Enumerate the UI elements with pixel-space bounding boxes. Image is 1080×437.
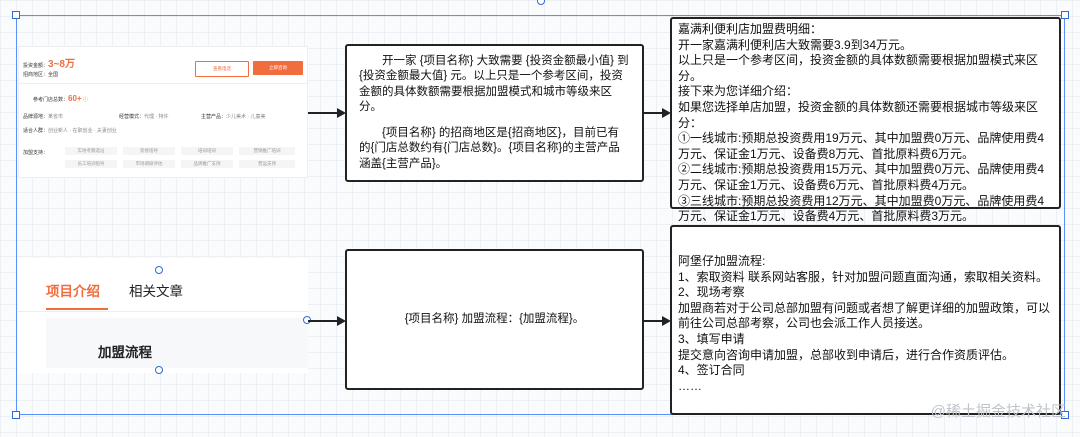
- support-tag: 装修指导: [123, 147, 175, 155]
- watermark: @稀土掘金技术社区: [930, 403, 1066, 420]
- resize-handle-top[interactable]: [537, 0, 545, 5]
- template-para-region: {项目名称} 的招商地区是{招商地区}，目前已有的{门店总数约有{门店总数}。{…: [359, 126, 620, 170]
- process-line: ……: [678, 378, 702, 393]
- template-box-investment[interactable]: 开一家 {项目名称} 大致需要 {投资金额最小值} 到 {投资金额最大值} 元。…: [345, 44, 644, 182]
- output-box-process[interactable]: 阿堡仔加盟流程: 1、索取资料 联系网站客服，针对加盟问题直面沟通，索取相关资料…: [670, 225, 1061, 415]
- template-box-process[interactable]: {项目名称} 加盟流程：{加盟流程}。: [345, 249, 644, 390]
- connector-arrow[interactable]: [644, 320, 663, 322]
- process-line: 阿堡仔加盟流程:: [678, 254, 766, 268]
- project-intro-screenshot[interactable]: 项目介绍 相关文章 加盟流程: [18, 258, 308, 373]
- region-label: 招商地区：: [23, 72, 49, 78]
- support-tag: 培训培训: [181, 147, 233, 155]
- support-tag: 营运支持: [239, 160, 295, 168]
- resize-handle-top-right[interactable]: [1061, 11, 1069, 19]
- output-box-fee-detail[interactable]: 嘉满利便利店加盟费明细： 开一家嘉满利便利店大致需要3.9到34万元。 以上只是…: [670, 17, 1061, 239]
- fee-line: ①一线城市:预期总投资费用19万元、其中加盟费0万元、品牌使用费4万元、保证金1…: [678, 131, 1045, 161]
- process-line: 加盟商若对于公司总部加盟有问题或者想了解更详细的加盟政策，可以前往公司总部考察，…: [678, 300, 1051, 331]
- tab-related-articles[interactable]: 相关文章: [129, 284, 183, 299]
- process-line: 1、索取资料 联系网站客服，针对加盟问题直面沟通，索取相关资料。: [678, 269, 1049, 284]
- connector-arrow[interactable]: [644, 112, 663, 114]
- resize-handle[interactable]: [155, 366, 163, 374]
- arrow-head-icon: [662, 316, 671, 326]
- support-tag: 营销推广培训: [239, 147, 295, 155]
- mode-label: 经营模式：: [119, 114, 145, 120]
- arrow-head-icon: [662, 108, 671, 118]
- region-value: 全国: [48, 72, 59, 78]
- connector-arrow[interactable]: [308, 112, 338, 114]
- support-label: 加盟支持：: [23, 150, 49, 156]
- crowd-label: 适合人群：: [23, 128, 49, 134]
- brand-origin-value: 某省市: [48, 114, 64, 120]
- template-text-process: {项目名称} 加盟流程：{加盟流程}。: [404, 312, 585, 325]
- support-tag: 品牌推广支持: [181, 160, 233, 168]
- fee-line: 接下来为您详细介绍：: [678, 84, 799, 99]
- process-line: 提交意向咨询申请加盟，总部收到申请后，进行合作资质评估。: [678, 347, 1015, 362]
- fee-line: 如果您选择单店加盟，投资金额的具体数额还需要根据城市等级来区分：: [678, 99, 1039, 130]
- info-icon: ⓘ: [81, 97, 88, 103]
- support-tag: 市场调研评估: [123, 160, 175, 168]
- resize-handle-top-left[interactable]: [12, 11, 20, 19]
- product-value: 少儿美术 · 儿童美: [226, 114, 266, 120]
- active-tab-indicator: [46, 308, 108, 310]
- connector-arrow[interactable]: [308, 320, 338, 322]
- tab-project-intro[interactable]: 项目介绍: [46, 284, 100, 299]
- heading-area: [46, 318, 308, 368]
- resize-handle[interactable]: [155, 266, 163, 274]
- mode-value: 代理 · 特许: [144, 114, 169, 120]
- support-tag: 员工培训指导: [65, 160, 117, 168]
- fee-line: ③三线城市:预期总投资费用12万元、其中加盟费0万元、品牌使用费4万元、保证金1…: [678, 193, 1045, 224]
- stores-label: 参考门店总数：: [33, 97, 69, 103]
- resize-handle-bottom-right[interactable]: [1061, 411, 1069, 419]
- fee-line: ②二线城市:预期总投资费用15万元、其中加盟费0万元、品牌使用费4万元、保证金1…: [678, 162, 1045, 192]
- project-info-screenshot[interactable]: 投资金额：3~8万 招商地区：全国 查看电话 立即咨询 参考门店总数：60+ ⓘ…: [18, 46, 308, 178]
- section-heading: 加盟流程: [98, 345, 152, 360]
- process-line: 3、填写申请: [678, 331, 745, 346]
- fee-line: 开一家嘉满利便利店大致需要3.9到34万元。: [678, 37, 913, 52]
- invest-label: 投资金额：: [23, 63, 49, 69]
- stores-value: 60+: [68, 94, 82, 103]
- invest-value: 3~8万: [48, 59, 75, 70]
- fee-line: 嘉满利便利店加盟费明细：: [678, 22, 823, 36]
- tab-divider: [18, 311, 308, 312]
- crowd-value: 创业新人 · 在职创业 · 夫妻创业: [48, 128, 117, 134]
- brand-origin-label: 品牌源地：: [23, 114, 49, 120]
- divider: [19, 83, 307, 84]
- product-label: 主营产品：: [201, 114, 227, 120]
- support-tag: 实地考察选址: [65, 147, 117, 155]
- selection-frame[interactable]: [16, 15, 1065, 415]
- check-phone-button[interactable]: 查看电话: [195, 61, 249, 77]
- fee-line: 以上只是一个参考区间，投资金额的具体数额需要根据加盟模式来区分。: [678, 53, 1039, 83]
- arrow-head-icon: [337, 316, 346, 326]
- template-para-investment: 开一家 {项目名称} 大致需要 {投资金额最小值} 到 {投资金额最大值} 元。…: [359, 54, 629, 114]
- arrow-head-icon: [337, 108, 346, 118]
- consult-now-button[interactable]: 立即咨询: [253, 61, 303, 75]
- process-line: 2、现场考察: [678, 285, 745, 300]
- process-line: 4、签订合同: [678, 363, 745, 378]
- resize-handle-bottom-left[interactable]: [12, 411, 20, 419]
